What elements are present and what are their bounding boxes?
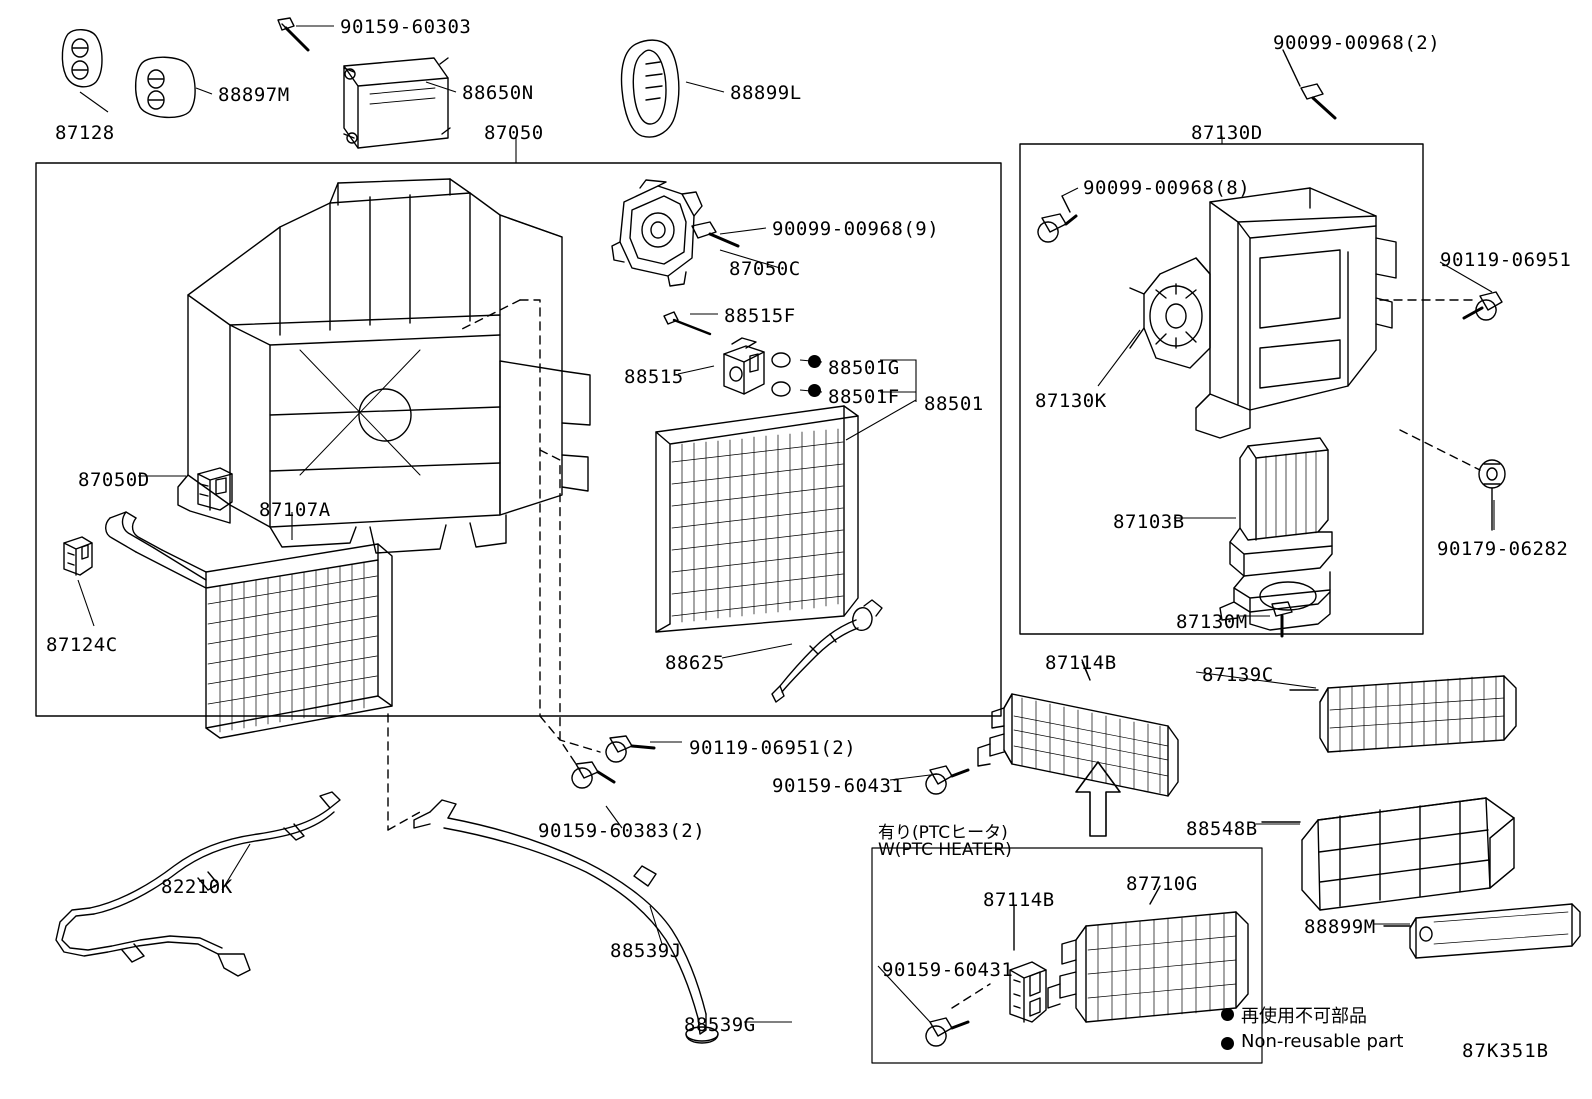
part-label-87128: 87128 [55, 122, 115, 144]
non-reusable-dot-legend-en [1221, 1037, 1234, 1050]
sheet-code: 87K351B [1462, 1040, 1550, 1062]
part-label-88501G: 88501G [828, 357, 900, 379]
part-label-87710G: 87710G [1126, 873, 1198, 895]
part-label-87130M: 87130M [1176, 611, 1248, 633]
part-label-88899M: 88899M [1304, 916, 1376, 938]
part-label-88539J: 88539J [610, 940, 682, 962]
part-label-87114B-lower: 87114B [983, 889, 1055, 911]
part-label-88515: 88515 [624, 366, 684, 388]
part-label-88650N: 88650N [462, 82, 534, 104]
part-label-90119-06951: 90119-06951 [1440, 249, 1572, 271]
part-label-90159-60431-upper: 90159-60431 [772, 775, 904, 797]
non-reusable-dot-88501G [808, 355, 821, 368]
part-label-90159-60383-2: 90159-60383(2) [538, 820, 706, 842]
part-label-87130D: 87130D [1191, 122, 1263, 144]
part-label-88501: 88501 [924, 393, 984, 415]
ptc-note-en: W(PTC HEATER) [878, 840, 1012, 860]
part-label-87107A: 87107A [259, 499, 331, 521]
part-label-87050D: 87050D [78, 469, 150, 491]
part-label-88501F: 88501F [828, 386, 900, 408]
part-label-87114B-upper: 87114B [1045, 652, 1117, 674]
part-label-88899L: 88899L [730, 82, 802, 104]
part-label-90159-60431-lower: 90159-60431 [882, 959, 1014, 981]
part-label-87050C: 87050C [729, 258, 801, 280]
part-label-90099-00968-2: 90099-00968(2) [1273, 32, 1441, 54]
part-label-90099-00968-9: 90099-00968(9) [772, 218, 940, 240]
part-label-88897M: 88897M [218, 84, 290, 106]
part-label-88539G: 88539G [684, 1014, 756, 1036]
legend-label-en: Non-reusable part [1241, 1031, 1404, 1052]
part-label-90179-06282: 90179-06282 [1437, 538, 1569, 560]
non-reusable-dot-88501F [808, 384, 821, 397]
non-reusable-dot-legend-jp [1221, 1008, 1234, 1021]
part-label-87103B: 87103B [1113, 511, 1185, 533]
part-label-82210K: 82210K [161, 876, 233, 898]
part-label-88548B: 88548B [1186, 818, 1258, 840]
part-label-87130K: 87130K [1035, 390, 1107, 412]
part-label-90099-00968-8: 90099-00968(8) [1083, 177, 1251, 199]
legend-label-jp: 再使用不可部品 [1241, 1006, 1367, 1027]
part-label-87139C: 87139C [1202, 664, 1274, 686]
part-label-88515F: 88515F [724, 305, 796, 327]
part-label-87050: 87050 [484, 122, 544, 144]
part-label-90119-06951-2: 90119-06951(2) [689, 737, 857, 759]
ptc-note-jp: 有り(PTCヒータ) [878, 823, 1008, 843]
part-label-87124C: 87124C [46, 634, 118, 656]
part-label-88625: 88625 [665, 652, 725, 674]
part-label-90159-60303: 90159-60303 [340, 16, 472, 38]
